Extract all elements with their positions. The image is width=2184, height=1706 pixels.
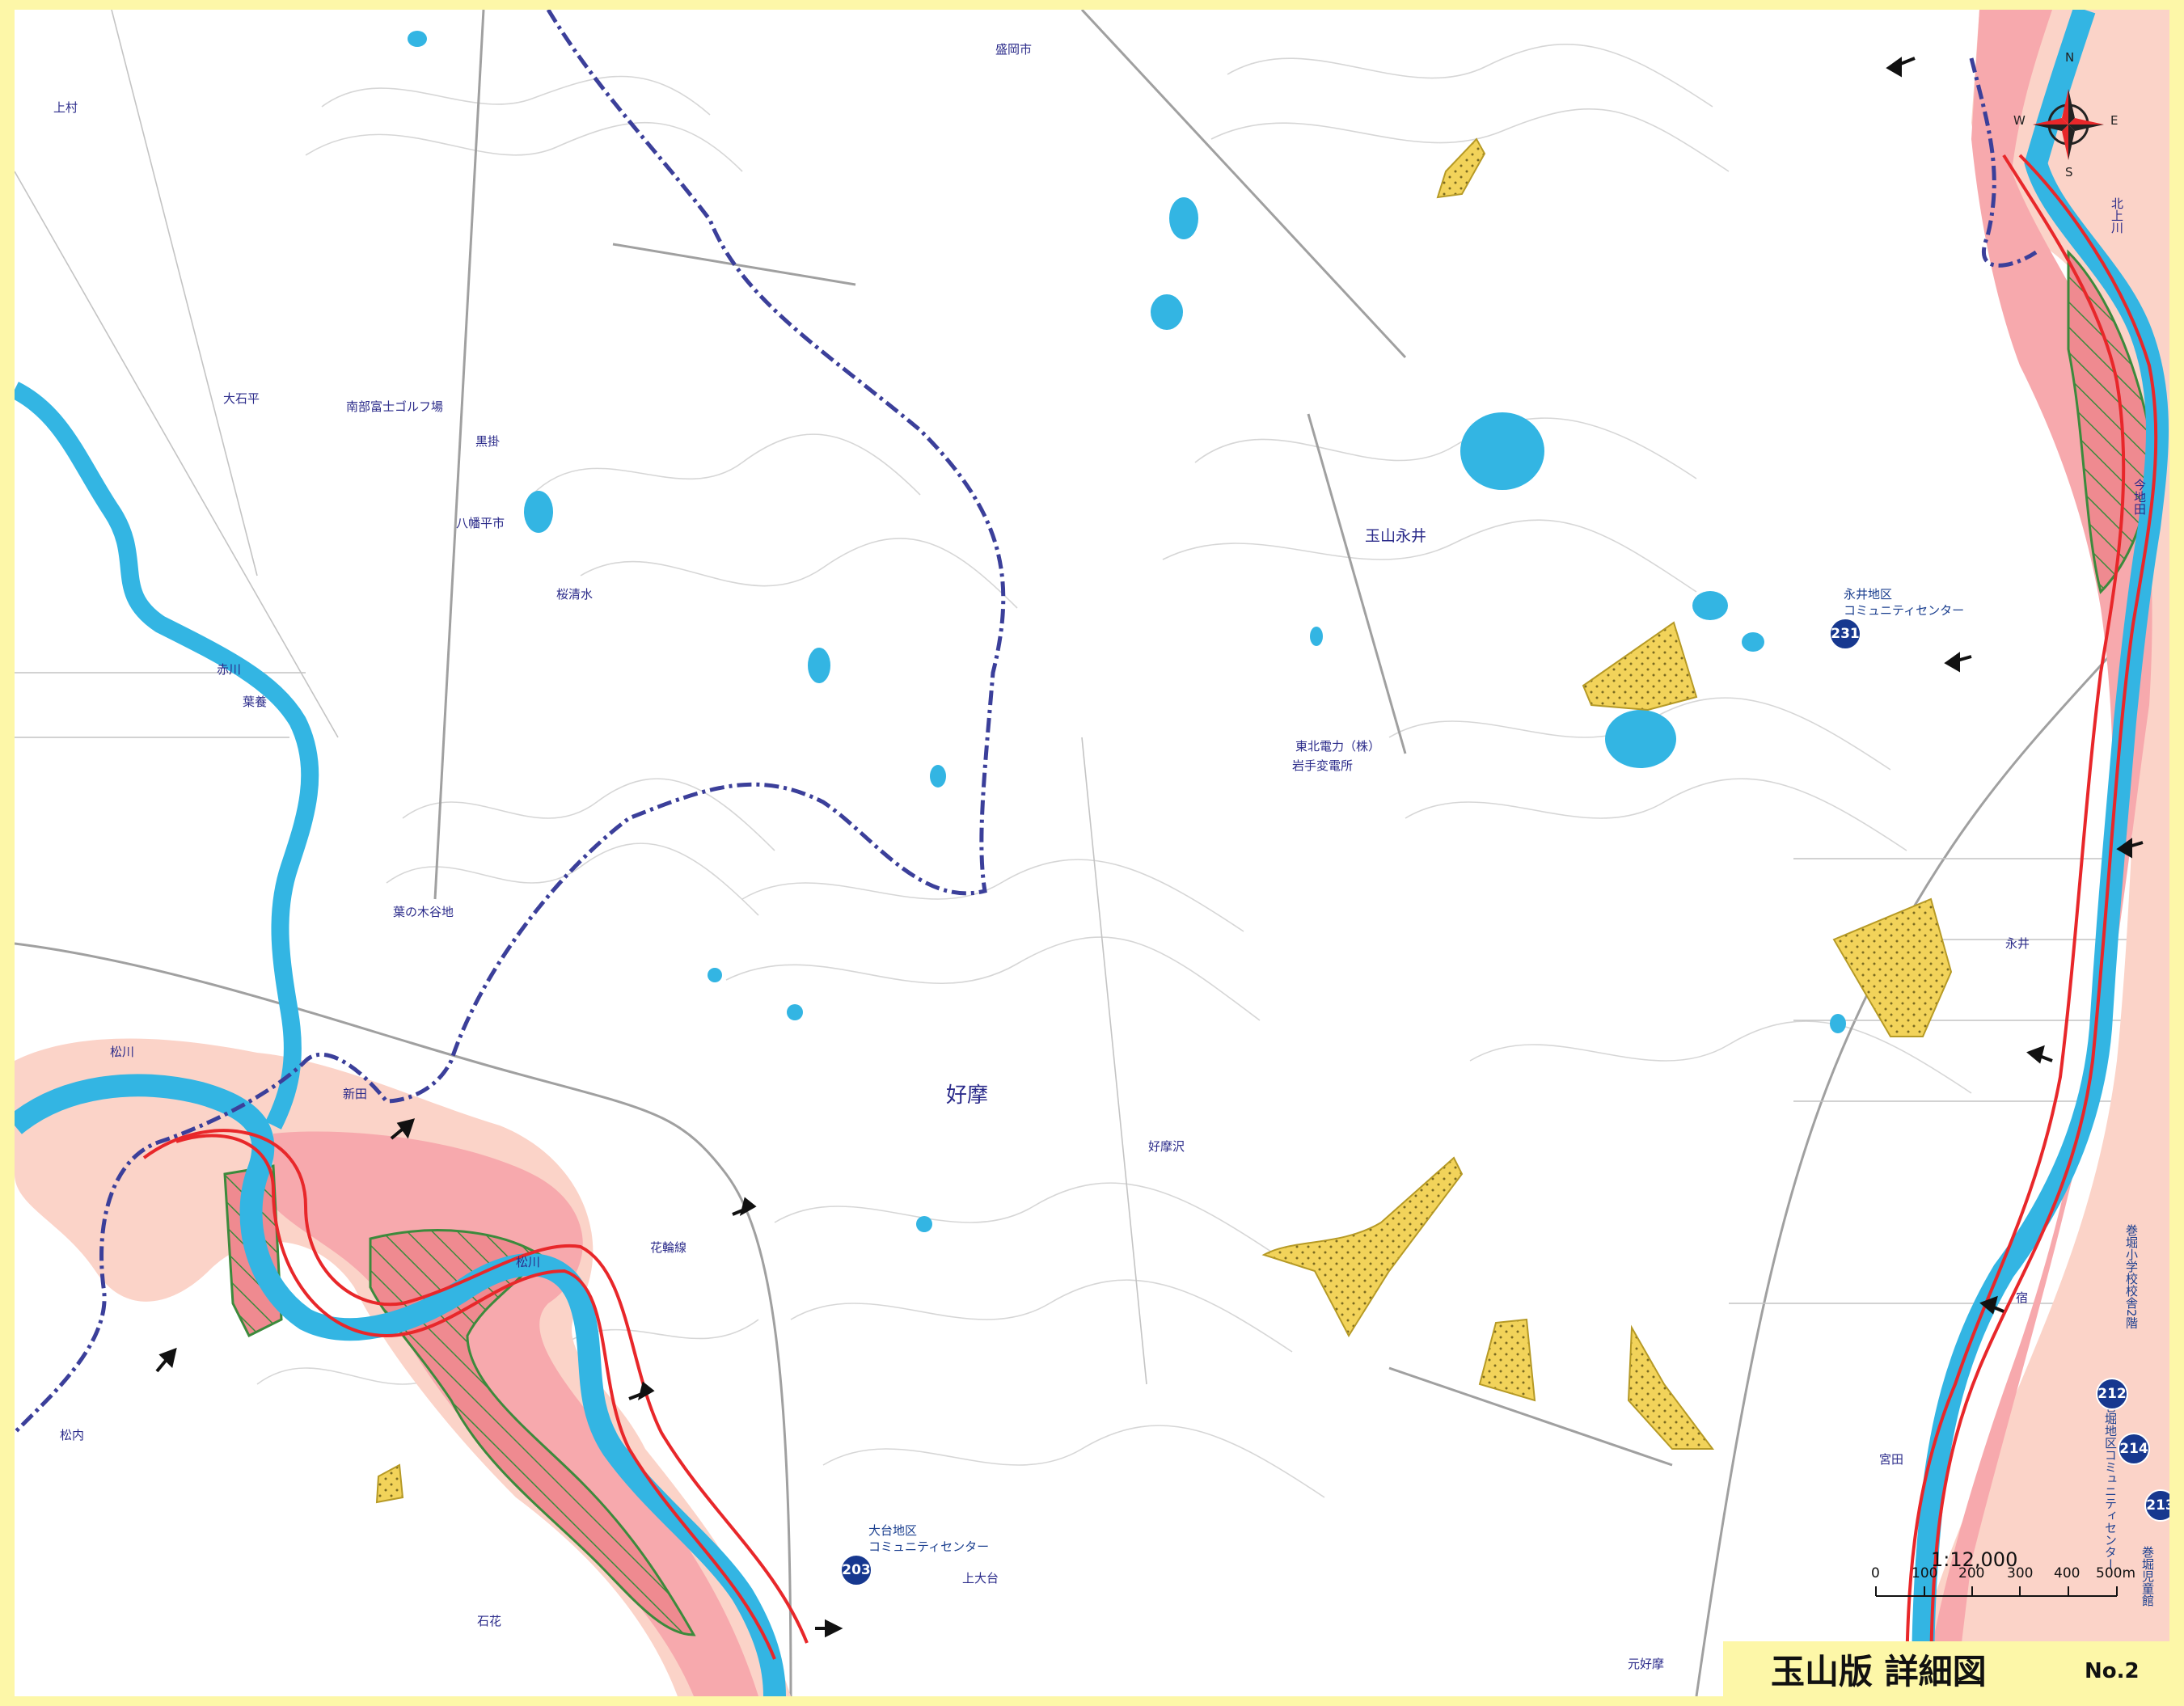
label-akagawa: 赤川 (217, 662, 242, 677)
label-kitakamigawa: 北上川 (2110, 197, 2124, 234)
label-imachida: 今地田 (2132, 479, 2147, 515)
map-canvas (15, 10, 2169, 1696)
compass-w: W (2013, 113, 2026, 128)
shelter-marker-203[interactable]: 203 (840, 1554, 872, 1586)
label-shinden: 新田 (343, 1087, 368, 1101)
admin-boundary (15, 10, 1006, 1434)
label-hanokiyachi: 葉の木谷地 (393, 905, 454, 919)
scale-bar (1875, 1586, 2118, 1597)
label-kamimura: 上村 (53, 100, 78, 115)
label-miyata: 宮田 (1879, 1452, 1904, 1467)
roads (15, 10, 2110, 1696)
scale-tick-400: 400 (2054, 1565, 2081, 1581)
flood-zone-kitakami-hatch (2067, 249, 2152, 594)
label-motokoma: 元好摩 (1628, 1657, 1665, 1671)
scale-ratio: 1:12,000 (1931, 1548, 2018, 1571)
admin-boundary-east (1969, 57, 2038, 268)
compass-n: N (2065, 50, 2075, 65)
label-substation-name: 岩手変電所 (1292, 758, 1354, 773)
flood-zone-kitakami-light (1907, 10, 2169, 1696)
scale-tick-300: 300 (2007, 1565, 2034, 1581)
flood-zone-matsukawa-mid (273, 1131, 758, 1696)
label-matsukawa-west: 松川 (110, 1045, 135, 1059)
map-area[interactable]: 上村 大石平 南部富士ゴルフ場 黒掛 八幡平市 桜清水 盛岡市 玉山永井 赤川 … (15, 10, 2169, 1696)
compass-rose (2033, 89, 2104, 160)
label-nagai-center-2: コミュニティセンター (1844, 603, 1965, 618)
shelter-marker-212[interactable]: 212 (2096, 1378, 2128, 1410)
hazard-boundary-lines (142, 154, 2158, 1696)
minor-roads (15, 10, 2133, 1385)
title-box (1723, 1641, 2169, 1696)
label-ooishidaira: 大石平 (223, 391, 260, 406)
label-kurokake: 黒掛 (475, 434, 501, 449)
label-komazawa: 好摩沢 (1148, 1139, 1185, 1154)
contour-lines (256, 44, 1972, 1498)
label-sakurashimizu: 桜清水 (556, 587, 594, 602)
scale-tick-100: 100 (1912, 1565, 1938, 1581)
label-hachimantai: 八幡平市 (456, 516, 505, 530)
map-number: No.2 (2085, 1659, 2140, 1683)
label-nagai: 永井 (2005, 936, 2030, 951)
label-shuku: 宿 (2016, 1290, 2029, 1305)
river-akagawa (15, 382, 319, 1130)
label-kamiodai: 上大台 (962, 1571, 999, 1586)
landslide-zones (375, 137, 1953, 1504)
railway-main (1695, 655, 2110, 1696)
evacuation-arrows (155, 57, 2144, 1638)
label-substation-company: 東北電力（株） (1295, 739, 1381, 754)
label-odai-center-2: コミュニティセンター (868, 1539, 990, 1554)
shelter-marker-214[interactable]: 214 (2118, 1433, 2150, 1465)
label-hayama: 葉養 (243, 695, 268, 709)
label-makibori-children: 巻堀児童館 (2140, 1546, 2155, 1607)
shelter-marker-231[interactable]: 231 (1829, 618, 1861, 650)
label-ishihana: 石花 (477, 1614, 502, 1628)
railway-hanawa-line (15, 942, 792, 1696)
label-tamayama-nagai: 玉山永井 (1365, 527, 1427, 545)
label-hanawa-line: 花輪線 (650, 1240, 687, 1255)
scale-tick-0: 0 (1871, 1565, 1880, 1581)
label-matsukawa-river: 松川 (516, 1255, 541, 1269)
label-matsuuchi: 松内 (60, 1428, 85, 1442)
label-makibori-center: 巻堀地区コミュニティセンター (2103, 1400, 2118, 1570)
label-makibori-school: 巻堀小学校校舎2階 (2124, 1224, 2139, 1329)
label-golf: 南部富士ゴルフ場 (346, 399, 444, 414)
label-odai-center-1: 大台地区 (868, 1523, 918, 1538)
scale-tick-200: 200 (1958, 1565, 1985, 1581)
label-nagai-center-1: 永井地区 (1844, 587, 1893, 602)
compass-s: S (2065, 165, 2073, 179)
scale-tick-500: 500m (2096, 1565, 2136, 1581)
label-koma: 好摩 (946, 1083, 989, 1108)
shelter-marker-213[interactable]: 213 (2144, 1489, 2169, 1522)
label-moriokashi: 盛岡市 (995, 42, 1033, 57)
river-kitakami (1912, 10, 2169, 1696)
map-title: 玉山版 詳細図 (1771, 1652, 1987, 1691)
ponds (408, 31, 1846, 1232)
compass-e: E (2110, 113, 2119, 128)
